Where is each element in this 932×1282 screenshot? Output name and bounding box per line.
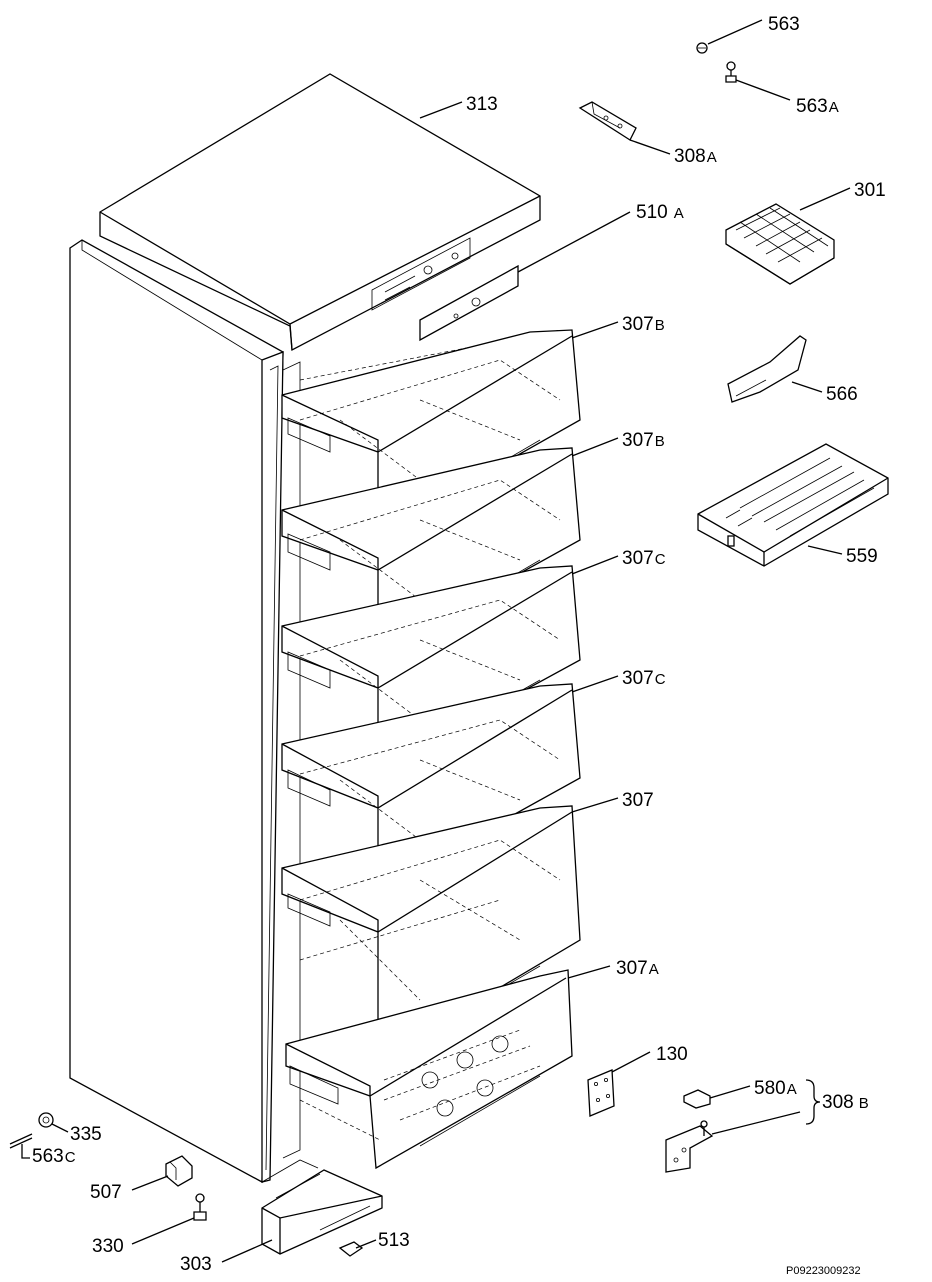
clip-513 bbox=[338, 1241, 364, 1257]
curly-brace-308b bbox=[805, 1079, 821, 1125]
screw-563 bbox=[696, 42, 708, 54]
callout-580a: 580A bbox=[754, 1078, 797, 1099]
callout-307c-1: 307C bbox=[622, 548, 666, 569]
hinge-308a bbox=[578, 101, 637, 141]
bushing-335 bbox=[38, 1112, 54, 1128]
callout-303: 303 bbox=[180, 1254, 212, 1275]
scraper-566 bbox=[727, 335, 807, 403]
callout-307a: 307A bbox=[616, 958, 659, 979]
pin-563c bbox=[9, 1133, 33, 1149]
drawing-code: P09223009232 bbox=[786, 1265, 861, 1277]
callout-313: 313 bbox=[466, 94, 498, 115]
callout-563a: 563A bbox=[796, 96, 839, 117]
callout-307b-2: 307B bbox=[622, 430, 665, 451]
callout-307b-1: 307B bbox=[622, 314, 665, 335]
hinge-308b bbox=[665, 1120, 714, 1173]
callout-563c: 563C bbox=[32, 1146, 76, 1167]
callout-308a: 308A bbox=[674, 146, 717, 167]
callout-566: 566 bbox=[826, 384, 858, 405]
cold-accumulator-559 bbox=[697, 443, 889, 567]
callout-563: 563 bbox=[768, 14, 800, 35]
cap-580a bbox=[683, 1089, 711, 1109]
control-panel-510a bbox=[419, 264, 519, 342]
callout-335: 335 bbox=[70, 1124, 102, 1145]
cabinet-body bbox=[69, 239, 561, 1184]
kickplate-303 bbox=[261, 1169, 383, 1255]
ice-cube-tray-301 bbox=[725, 203, 835, 285]
foot-330 bbox=[193, 1193, 207, 1221]
callout-130: 130 bbox=[656, 1044, 688, 1065]
plate-130 bbox=[587, 1069, 615, 1117]
callout-307: 307 bbox=[622, 790, 654, 811]
drawer-307a-bottom bbox=[285, 969, 573, 1170]
callout-330: 330 bbox=[92, 1236, 124, 1257]
callout-507: 507 bbox=[90, 1182, 122, 1203]
screw-563a bbox=[725, 61, 737, 83]
bracket-507 bbox=[165, 1155, 193, 1187]
leader-lines bbox=[21, 19, 851, 1263]
top-cover-313 bbox=[99, 73, 541, 352]
callout-301: 301 bbox=[854, 180, 886, 201]
callout-513: 513 bbox=[378, 1230, 410, 1251]
callout-307c-2: 307C bbox=[622, 668, 666, 689]
callout-559: 559 bbox=[846, 546, 878, 567]
